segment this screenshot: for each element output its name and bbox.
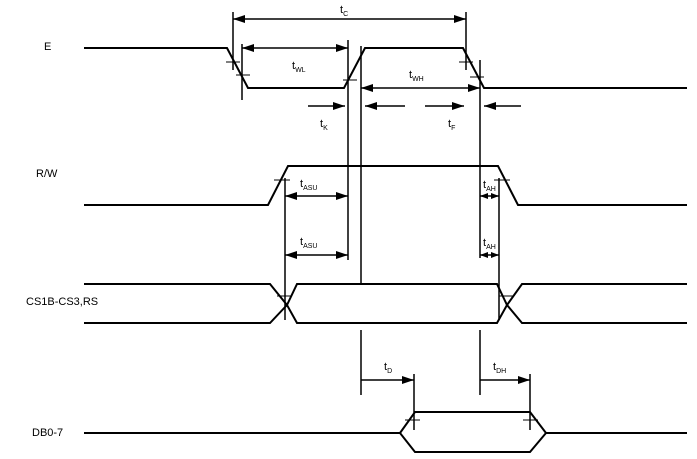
tf-arrowhead-left [452,102,464,110]
cs-bus-lower [84,303,687,324]
td-arrowhead-right [402,376,414,384]
tk-arrowhead-right [365,102,377,110]
tdh-label: tDH [493,361,506,375]
twl-arrowhead-right [336,44,348,52]
tk-arrowhead-left [333,102,345,110]
tf-arrowhead-right [484,102,496,110]
twl-label: tWL [292,60,306,74]
twh-arrowhead-left [361,84,373,92]
cs-bus-upper [84,283,687,307]
twh-arrowhead-right [468,84,480,92]
signal-label-rw: R/W [36,168,58,180]
signal-label-cs: CS1B-CS3,RS [26,296,98,308]
tasu1-arrowhead-right [336,192,348,200]
tasu2-arrowhead-right [336,251,348,259]
signal-label-db: DB0-7 [32,427,63,439]
tah1-arrowhead-right [491,193,499,199]
signal-label-e: E [44,41,51,53]
tk-label: tK [320,118,328,132]
tasu1-arrowhead-left [285,192,297,200]
tasu1-label: tASU [300,178,317,192]
tah1-label: tAH [483,179,496,193]
twh-label: tWH [409,69,424,83]
tc-label: tC [340,4,348,18]
td-label: tD [384,361,392,375]
tah1-arrowhead-left [480,193,488,199]
rw-waveform [84,165,687,206]
tah2-label: tAH [483,237,496,251]
twl-arrowhead-left [242,44,254,52]
tasu2-arrowhead-left [285,251,297,259]
db-data-window [398,411,548,453]
tc-arrowhead-right [454,15,466,23]
tah2-arrowhead-left [480,252,488,258]
tdh-arrowhead-right [518,376,530,384]
e-waveform [84,47,687,89]
tasu2-label: tASU [300,236,317,250]
tah2-arrowhead-right [491,252,499,258]
tc-arrowhead-left [233,15,245,23]
tf-label: tF [448,118,455,132]
